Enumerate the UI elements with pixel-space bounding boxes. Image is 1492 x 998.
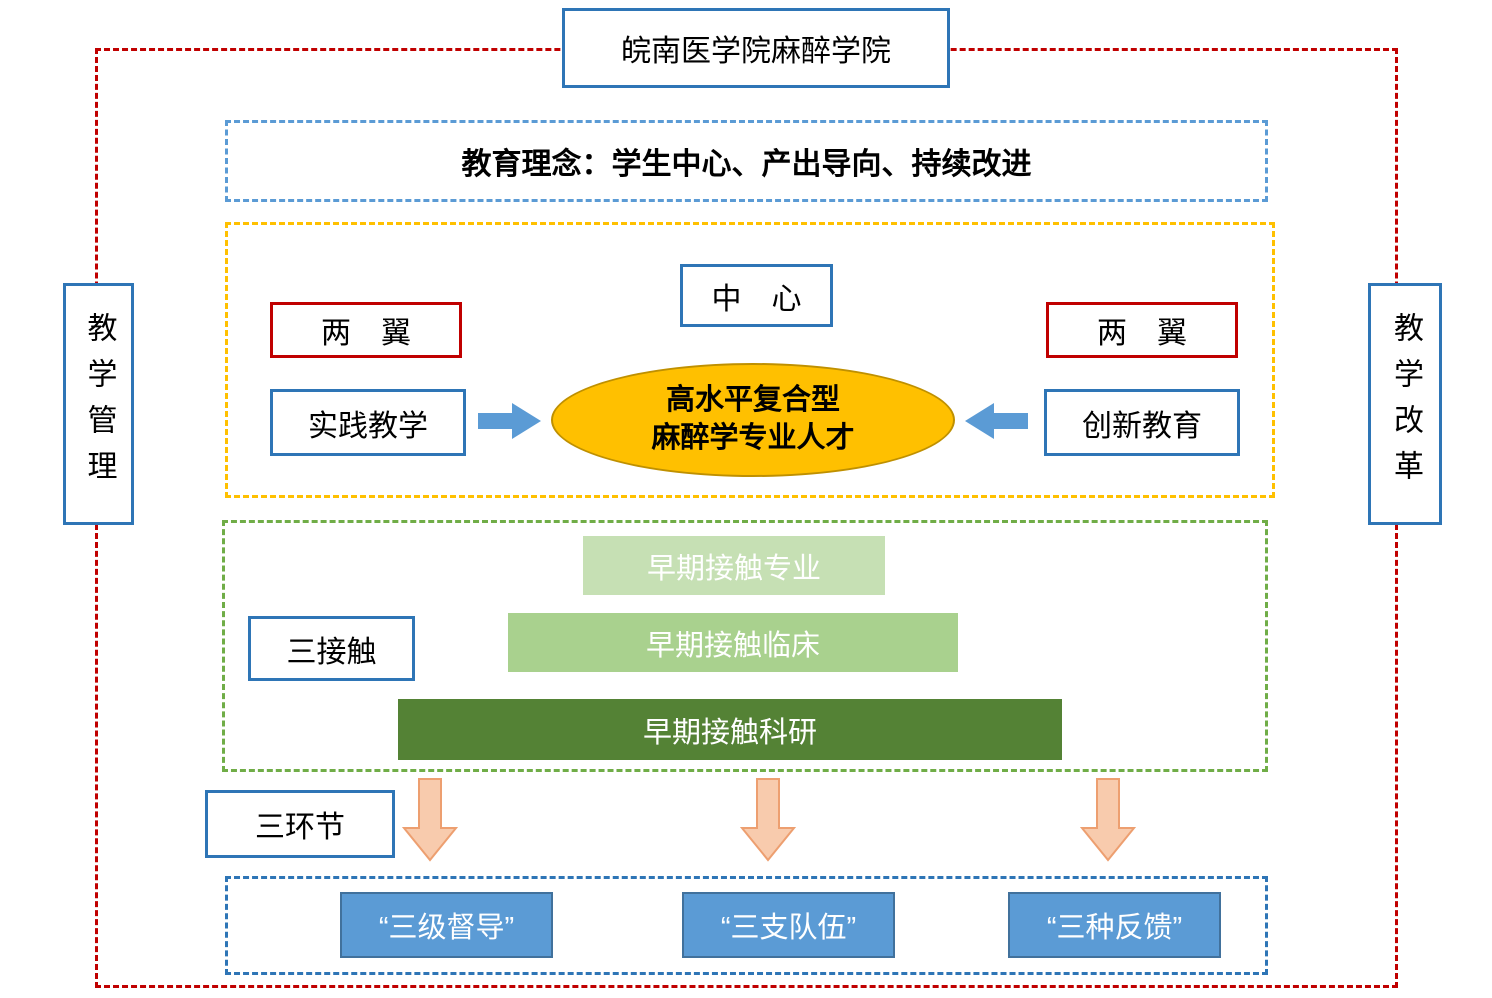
contact-bar-clinic-label: 早期接触临床 <box>645 629 820 662</box>
result-box-supervision: “三级督导” <box>340 892 553 958</box>
wing-left-box: 两 翼 <box>270 302 462 358</box>
contact-bar-major-label: 早期接触专业 <box>646 552 821 585</box>
practice-box: 实践教学 <box>270 389 466 456</box>
contact-bar-research-label: 早期接触科研 <box>642 716 817 749</box>
goal-ellipse: 高水平复合型 麻醉学专业人才 <box>551 363 955 477</box>
wing-right-label: 两 翼 <box>1097 317 1187 350</box>
links-label: 三环节 <box>255 811 345 844</box>
philosophy-text: 教育理念：学生中心、产出导向、持续改进 <box>461 148 1032 181</box>
right-side-box: 教学改革 <box>1368 283 1442 525</box>
center-label-box: 中 心 <box>680 264 833 327</box>
result-box-feedback: “三种反馈” <box>1008 892 1221 958</box>
arrow-right-icon <box>478 402 542 440</box>
arrow-down-icon <box>740 778 796 862</box>
links-label-box: 三环节 <box>205 790 395 858</box>
right-side-label: 教学改革 <box>1389 312 1422 496</box>
left-side-label: 教学管理 <box>82 312 116 496</box>
philosophy-section: 教育理念：学生中心、产出导向、持续改进 <box>225 120 1268 202</box>
result-box-feedback-label: “三种反馈” <box>1046 912 1183 944</box>
result-box-teams: “三支队伍” <box>682 892 895 958</box>
bottom-section <box>225 876 1268 975</box>
innovation-label: 创新教育 <box>1082 409 1202 443</box>
arrow-down-icon <box>1080 778 1136 862</box>
page-title: 皖南医学院麻醉学院 <box>621 35 891 68</box>
arrow-down-icon <box>402 778 458 862</box>
title-box: 皖南医学院麻醉学院 <box>562 8 950 88</box>
center-section <box>225 222 1275 498</box>
contacts-label: 三接触 <box>286 635 377 669</box>
contact-bar-major: 早期接触专业 <box>583 536 885 595</box>
innovation-box: 创新教育 <box>1044 389 1240 456</box>
contacts-label-box: 三接触 <box>248 616 415 681</box>
result-box-supervision-label: “三级督导” <box>378 912 515 944</box>
left-side-box: 教学管理 <box>63 283 134 525</box>
arrow-left-icon <box>964 402 1028 440</box>
goal-line1: 高水平复合型 <box>665 384 840 417</box>
practice-label: 实践教学 <box>308 409 428 443</box>
center-label: 中 心 <box>711 282 802 316</box>
contact-bar-clinic: 早期接触临床 <box>508 613 958 672</box>
goal-line2: 麻醉学专业人才 <box>651 422 855 454</box>
result-box-teams-label: “三支队伍” <box>720 912 857 944</box>
wing-right-box: 两 翼 <box>1046 302 1238 358</box>
wing-left-label: 两 翼 <box>321 317 411 350</box>
contact-bar-research: 早期接触科研 <box>398 699 1062 760</box>
contacts-section <box>222 520 1268 772</box>
